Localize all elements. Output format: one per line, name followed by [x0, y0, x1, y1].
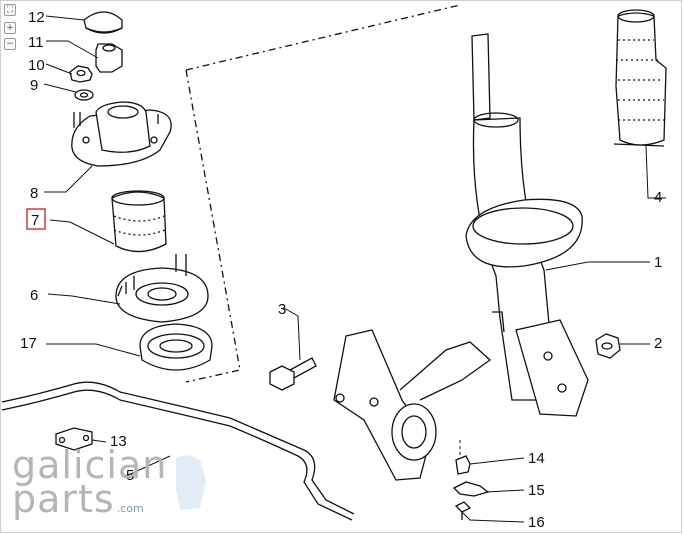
callout-7-highlight: [26, 208, 46, 230]
part-3-bolt: [269, 357, 317, 391]
steering-knuckle: [333, 329, 492, 481]
callout-8[interactable]: 8: [30, 185, 38, 202]
leader-lines: [43, 15, 666, 523]
part-14-bushing: [455, 455, 471, 475]
callout-16[interactable]: 16: [528, 514, 545, 531]
assembly-frame-dashed: [185, 4, 461, 383]
watermark-logo: galician parts.com: [12, 443, 168, 526]
watermark-line-1: galician: [12, 443, 168, 487]
callout-11[interactable]: 11: [28, 34, 44, 51]
callout-4[interactable]: 4: [654, 189, 662, 206]
part-15-bracket: [452, 481, 490, 497]
callout-14[interactable]: 14: [528, 450, 545, 467]
part-7-bump-stop: [111, 190, 167, 253]
watermark-domain: .com: [116, 502, 144, 515]
part-6-strut-mount: [115, 254, 209, 323]
callout-6[interactable]: 6: [30, 287, 38, 304]
part-1-strut: [465, 33, 589, 417]
callout-1[interactable]: 1: [654, 254, 662, 271]
zoom-out-icon[interactable]: −: [4, 38, 16, 50]
part-9-washer: [74, 89, 94, 101]
zoom-in-icon[interactable]: +: [4, 22, 16, 34]
callout-10[interactable]: 10: [28, 57, 45, 74]
callout-2[interactable]: 2: [654, 335, 662, 352]
part-8-mount-plate: [71, 101, 172, 167]
callout-12[interactable]: 12: [28, 9, 45, 26]
callout-5[interactable]: 5: [126, 467, 134, 484]
callout-13[interactable]: 13: [110, 433, 127, 450]
part-16-screw: [454, 501, 472, 520]
callout-17[interactable]: 17: [20, 335, 37, 352]
part-11-nut: [95, 43, 123, 73]
part-4-dust-boot: [613, 9, 667, 147]
watermark-region-shape: [176, 455, 206, 510]
callout-15[interactable]: 15: [528, 482, 545, 499]
callout-7[interactable]: 7: [31, 212, 39, 229]
fit-view-icon[interactable]: ⛶: [4, 4, 16, 16]
callout-3[interactable]: 3: [278, 301, 286, 318]
watermark-line-2-text: parts: [12, 477, 115, 521]
part-13-clamp: [55, 427, 93, 451]
callout-9[interactable]: 9: [30, 77, 38, 94]
part-2-nut: [595, 333, 621, 359]
part-5-stabilizer-bar: [1, 381, 355, 521]
part-12-cap: [83, 11, 123, 34]
watermark-line-2: parts.com: [12, 480, 167, 526]
part-17-bearing: [139, 323, 213, 371]
part-10-nut: [69, 65, 93, 83]
